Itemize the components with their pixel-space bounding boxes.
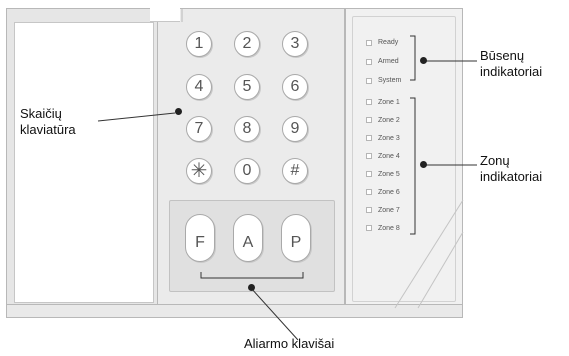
led-label-zone-8: Zone 8	[378, 224, 400, 232]
key-hash[interactable]: #	[282, 158, 308, 184]
key-1[interactable]: 1	[186, 31, 212, 57]
led-label-system: System	[378, 77, 402, 84]
alarm-callout-line	[250, 287, 299, 341]
led-indicator	[366, 99, 372, 105]
keyboard-annotation-line1: Skaičių	[20, 106, 62, 121]
keypad-indicator-inset	[352, 16, 456, 302]
alarm-key-a[interactable]: A	[233, 214, 263, 262]
led-label-zone-3: Zone 3	[378, 134, 400, 142]
led-row: System	[366, 71, 401, 90]
key-star[interactable]: ✳	[186, 158, 212, 184]
led-row: Zone 2	[366, 111, 400, 129]
led-indicator	[366, 171, 372, 177]
keyboard-annotation-line2: klaviatūra	[20, 122, 76, 137]
led-label-zone-6: Zone 6	[378, 188, 400, 196]
led-indicator	[366, 225, 372, 231]
key-6[interactable]: 6	[282, 74, 308, 100]
key-5[interactable]: 5	[234, 74, 260, 100]
alarm-key-p[interactable]: P	[281, 214, 311, 262]
led-label-zone-7: Zone 7	[378, 206, 400, 214]
alarm-keys-annotation: Aliarmo klavišai	[244, 336, 335, 351]
status-annotation: Būsenų indikatoriai	[480, 48, 542, 80]
led-row: Zone 7	[366, 201, 400, 219]
alarm-key-f[interactable]: F	[185, 214, 215, 262]
key-3[interactable]: 3	[282, 31, 308, 57]
led-row: Zone 5	[366, 165, 400, 183]
led-row: Zone 4	[366, 147, 400, 165]
led-label-zone-2: Zone 2	[378, 116, 400, 124]
led-label-zone-5: Zone 5	[378, 170, 400, 178]
keypad-lid-inner	[14, 22, 154, 303]
led-indicator	[366, 189, 372, 195]
led-row: Zone 6	[366, 183, 400, 201]
keypad-lid-notch	[150, 8, 180, 22]
led-label-ready: Ready	[378, 39, 399, 46]
status-callout-dot	[420, 57, 427, 64]
keyboard-annotation: Skaičių klaviatūra	[20, 106, 76, 138]
zone-led-list: Zone 1 Zone 2 Zone 3 Zone 4 Zone 5 Zone …	[366, 93, 400, 237]
led-row: Ready	[366, 33, 401, 52]
led-indicator	[366, 207, 372, 213]
led-indicator	[366, 117, 372, 123]
status-bracket	[410, 35, 416, 81]
led-label-zone-1: Zone 1	[378, 98, 400, 106]
led-indicator	[366, 58, 372, 65]
keypad-indicator-panel	[345, 8, 463, 308]
led-row: Zone 1	[366, 93, 400, 111]
zones-annotation-line2: indikatoriai	[480, 169, 543, 184]
alarm-bracket	[200, 272, 304, 279]
zones-bracket	[410, 97, 416, 235]
led-row: Zone 8	[366, 219, 400, 237]
status-led-list: Ready Armed System	[366, 33, 401, 90]
panel-edge-line-1	[394, 199, 464, 309]
panel-edge-line-2	[417, 231, 464, 309]
key-9[interactable]: 9	[282, 116, 308, 142]
led-indicator	[366, 135, 372, 141]
led-indicator	[366, 77, 372, 84]
alarm-callout-dot	[248, 284, 255, 291]
zones-callout-dot	[420, 161, 427, 168]
zones-annotation: Zonų indikatoriai	[480, 153, 542, 185]
led-row: Zone 3	[366, 129, 400, 147]
key-4[interactable]: 4	[186, 74, 212, 100]
led-indicator	[366, 39, 372, 46]
status-annotation-line1: Būsenų	[480, 48, 525, 63]
keyboard-callout-line	[97, 112, 176, 122]
key-0[interactable]: 0	[234, 158, 260, 184]
key-7[interactable]: 7	[186, 116, 212, 142]
keypad-base	[6, 304, 463, 318]
led-row: Armed	[366, 52, 401, 71]
led-label-armed: Armed	[378, 58, 399, 65]
led-indicator	[366, 153, 372, 159]
status-annotation-line2: indikatoriai	[480, 64, 543, 79]
key-2[interactable]: 2	[234, 31, 260, 57]
zones-annotation-line1: Zonų	[480, 153, 510, 168]
led-label-zone-4: Zone 4	[378, 152, 400, 160]
keyboard-callout-dot	[175, 108, 182, 115]
key-8[interactable]: 8	[234, 116, 260, 142]
